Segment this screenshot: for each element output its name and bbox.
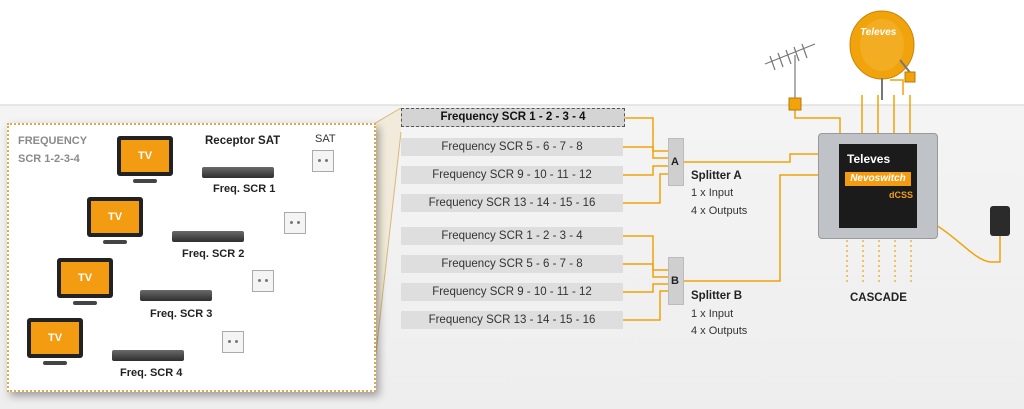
splitter-b-letter: B	[671, 275, 679, 287]
splitter-b-box	[668, 257, 684, 305]
splitter-b-title: Splitter B	[691, 290, 743, 302]
wall-outlet-icon	[312, 150, 334, 172]
group-a-row-2: Frequency SCR 5 - 6 - 7 - 8	[401, 138, 623, 156]
splitter-a-title: Splitter A	[691, 170, 742, 182]
tv-screen: TV	[91, 201, 139, 233]
panel-title-line1: FREQUENCY	[18, 135, 88, 147]
wall-outlet-icon	[284, 212, 306, 234]
tv-stand	[73, 301, 97, 305]
tv-4: TV	[27, 318, 83, 365]
sat-label: SAT	[315, 133, 336, 145]
multiswitch-device: Televes Nevoswitch dCSS	[818, 133, 938, 239]
wall-outlet-icon	[252, 270, 274, 292]
tv-screen: TV	[61, 262, 109, 294]
group-b-row-1: Frequency SCR 1 - 2 - 3 - 4	[401, 227, 623, 245]
panel-title-line2: SCR 1-2-3-4	[18, 153, 80, 165]
tv-stand	[133, 179, 157, 183]
splitter-a-outputs: 4 x Outputs	[691, 205, 748, 217]
sat-receiver-4	[112, 350, 184, 361]
tv-screen: TV	[121, 140, 169, 172]
tv-screen: TV	[31, 322, 79, 354]
group-a-row-4: Frequency SCR 13 - 14 - 15 - 16	[401, 194, 623, 212]
tv-stand	[43, 361, 67, 365]
receiver-2-label: Freq. SCR 2	[182, 248, 245, 260]
group-b-row-4: Frequency SCR 13 - 14 - 15 - 16	[401, 311, 623, 329]
receptor-sat-label: Receptor SAT	[205, 135, 281, 147]
tv-2: TV	[87, 197, 143, 244]
sat-receiver-2	[172, 231, 244, 242]
receiver-4-label: Freq. SCR 4	[120, 367, 183, 379]
group-a-row-1: Frequency SCR 1 - 2 - 3 - 4	[401, 108, 625, 127]
splitter-a-letter: A	[671, 156, 679, 168]
multiswitch-face: Televes Nevoswitch dCSS	[839, 144, 917, 228]
splitter-a-box	[668, 138, 684, 186]
cascade-label: CASCADE	[850, 292, 907, 304]
dish-brand-label: Televes	[860, 27, 897, 38]
tv-3: TV	[57, 258, 113, 305]
receiver-1-label: Freq. SCR 1	[213, 183, 276, 195]
splitter-a-input: 1 x Input	[691, 187, 734, 199]
splitter-b-outputs: 4 x Outputs	[691, 325, 748, 337]
receiver-3-label: Freq. SCR 3	[150, 308, 213, 320]
splitter-b-input: 1 x Input	[691, 308, 734, 320]
sat-receiver-3	[140, 290, 212, 301]
group-b-row-3: Frequency SCR 9 - 10 - 11 - 12	[401, 283, 623, 301]
tv-stand	[103, 240, 127, 244]
device-product: Nevoswitch	[845, 172, 911, 186]
power-adapter-icon	[990, 206, 1010, 236]
wall-outlet-icon	[222, 331, 244, 353]
group-a-row-3: Frequency SCR 9 - 10 - 11 - 12	[401, 166, 623, 184]
sat-receiver-1	[202, 167, 274, 178]
group-b-row-2: Frequency SCR 5 - 6 - 7 - 8	[401, 255, 623, 273]
tv-1: TV	[117, 136, 173, 183]
device-brand: Televes	[847, 152, 891, 166]
device-model: dCSS	[889, 190, 914, 200]
